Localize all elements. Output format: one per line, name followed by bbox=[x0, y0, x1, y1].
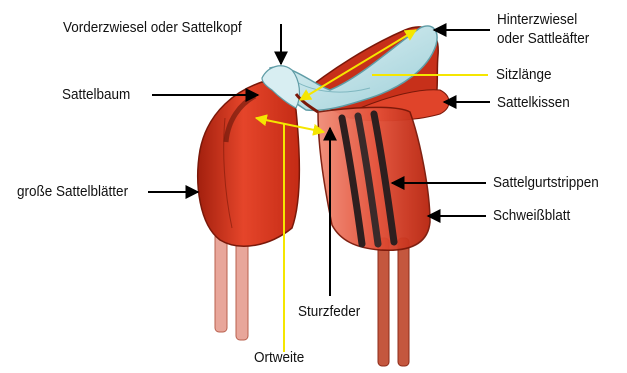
label-ortweite: Ortweite bbox=[254, 349, 304, 367]
right-billet-straps bbox=[378, 238, 409, 366]
label-sattelkissen: Sattelkissen bbox=[497, 94, 570, 112]
label-hinterzwiesel-line1: Hinterzwiesel bbox=[497, 11, 577, 29]
label-sturzfeder: Sturzfeder bbox=[298, 303, 360, 321]
label-vorderzwiesel: Vorderzwiesel oder Sattelkopf bbox=[63, 19, 242, 37]
label-sattelblaetter: große Sattelblätter bbox=[17, 183, 128, 201]
label-hinterzwiesel-line2: oder Sattleäfter bbox=[497, 30, 589, 48]
label-sitzlaenge: Sitzlänge bbox=[496, 66, 552, 84]
label-schweissblatt: Schweißblatt bbox=[493, 207, 570, 225]
label-sattelgurtstrippen: Sattelgurtstrippen bbox=[493, 174, 599, 192]
label-sattelbaum: Sattelbaum bbox=[62, 86, 130, 104]
